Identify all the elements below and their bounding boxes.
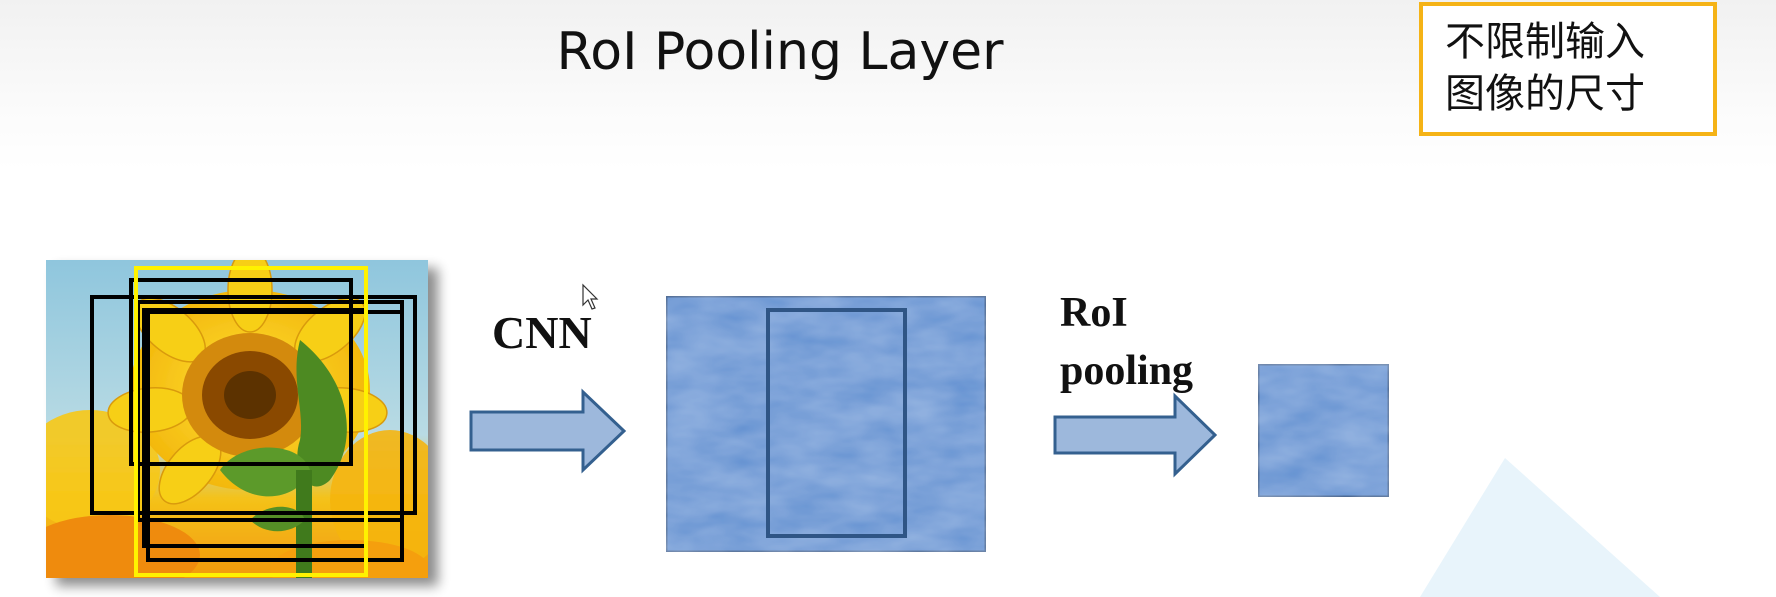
pooled-feature-output [1256, 362, 1391, 499]
roi-pooling-label-line: RoI [1060, 290, 1128, 336]
proposal-box [129, 278, 353, 466]
roi-pooling-label: RoI pooling [1060, 284, 1193, 400]
size-note-box: 不限制输入 图像的尺寸 [1419, 2, 1717, 136]
roi-pooling-arrow-icon [1053, 392, 1218, 478]
selected-proposal-box [134, 266, 368, 577]
cnn-arrow-icon [469, 388, 627, 474]
projected-roi-box [766, 308, 907, 538]
decorative-triangle [1420, 458, 1660, 597]
note-line: 不限制输入 [1445, 19, 1645, 65]
slide-title: RoI Pooling Layer [556, 22, 1004, 82]
region-proposal-boxes [90, 266, 417, 577]
note-line: 图像的尺寸 [1445, 71, 1645, 117]
proposal-box [90, 295, 417, 515]
cnn-label: CNN [492, 307, 592, 358]
feature-map [664, 294, 988, 554]
roi-pooling-label-line: pooling [1060, 348, 1194, 394]
mouse-pointer-icon [582, 283, 599, 310]
